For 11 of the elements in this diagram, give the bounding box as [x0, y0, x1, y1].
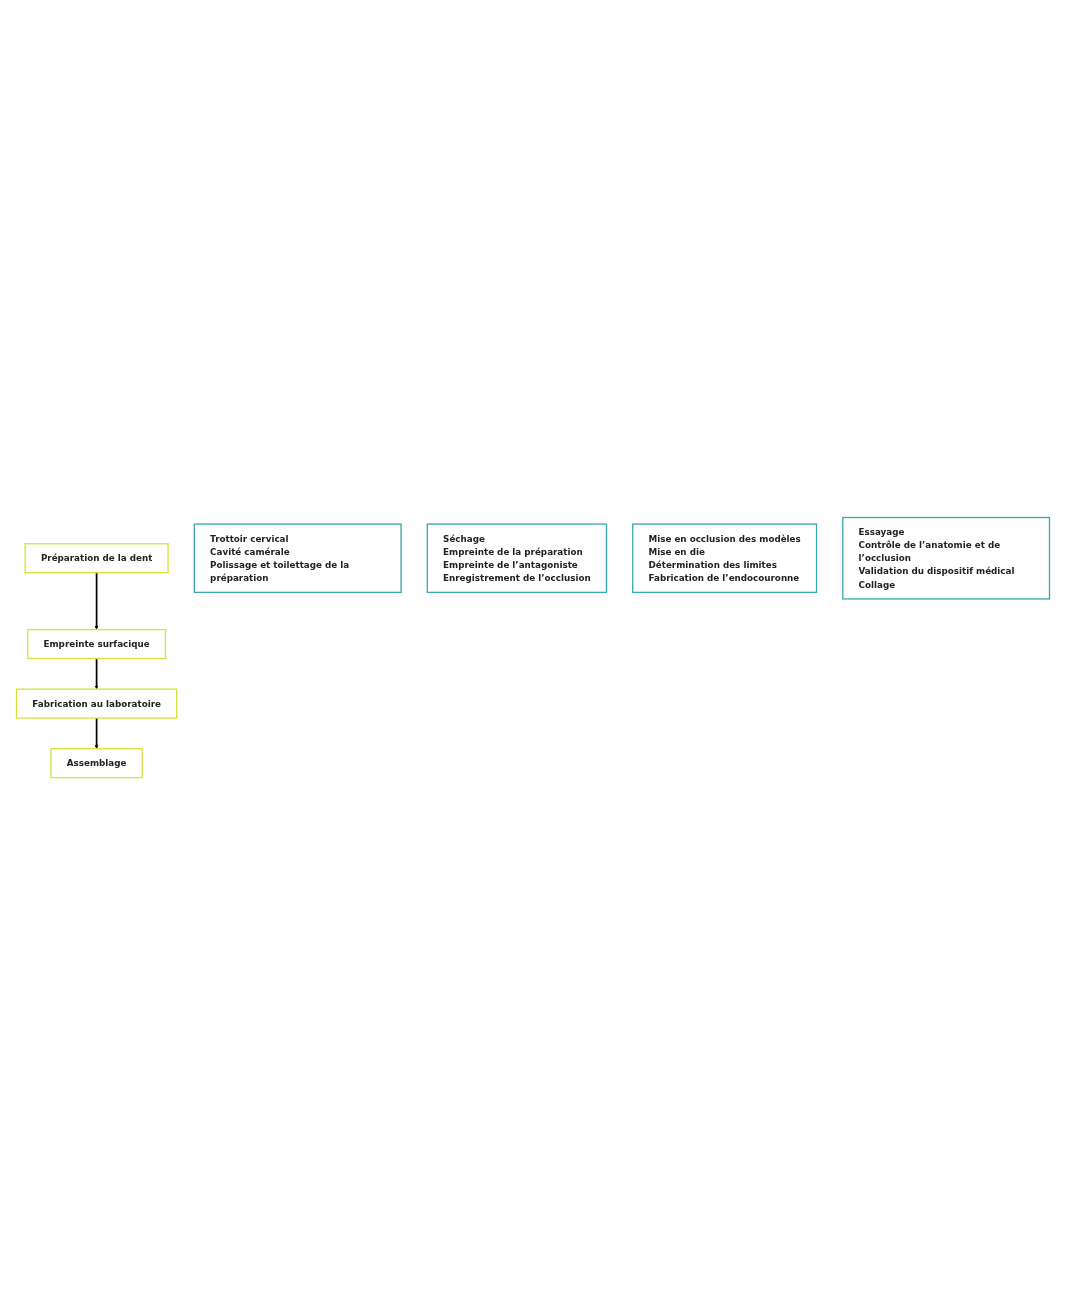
- arrow: [94, 717, 99, 750]
- arrow: [94, 572, 99, 631]
- node-box: Assemblage: [50, 748, 143, 779]
- node-box: Séchage Empreinte de la préparation Empreinte de l’antagoniste Enregistrement de l’occlusion: [426, 523, 608, 594]
- arrow: [94, 658, 99, 690]
- node-box: Empreinte surfacique: [27, 629, 167, 660]
- node-box: Fabrication au laboratoire: [15, 688, 178, 720]
- node-box: Mise en occlusion des modèles Mise en die Détermination des limites Fabrication de l’endocouronne: [632, 523, 818, 594]
- node-box: Essayage Contrôle de l’anatomie et de l’occlusion Validation du dispositif médical Collage: [842, 517, 1051, 601]
- node-box: Préparation de la dent: [24, 543, 169, 574]
- node-box: Trottoir cervical Cavité camérale Polissage et toilettage de la préparation: [193, 523, 402, 594]
